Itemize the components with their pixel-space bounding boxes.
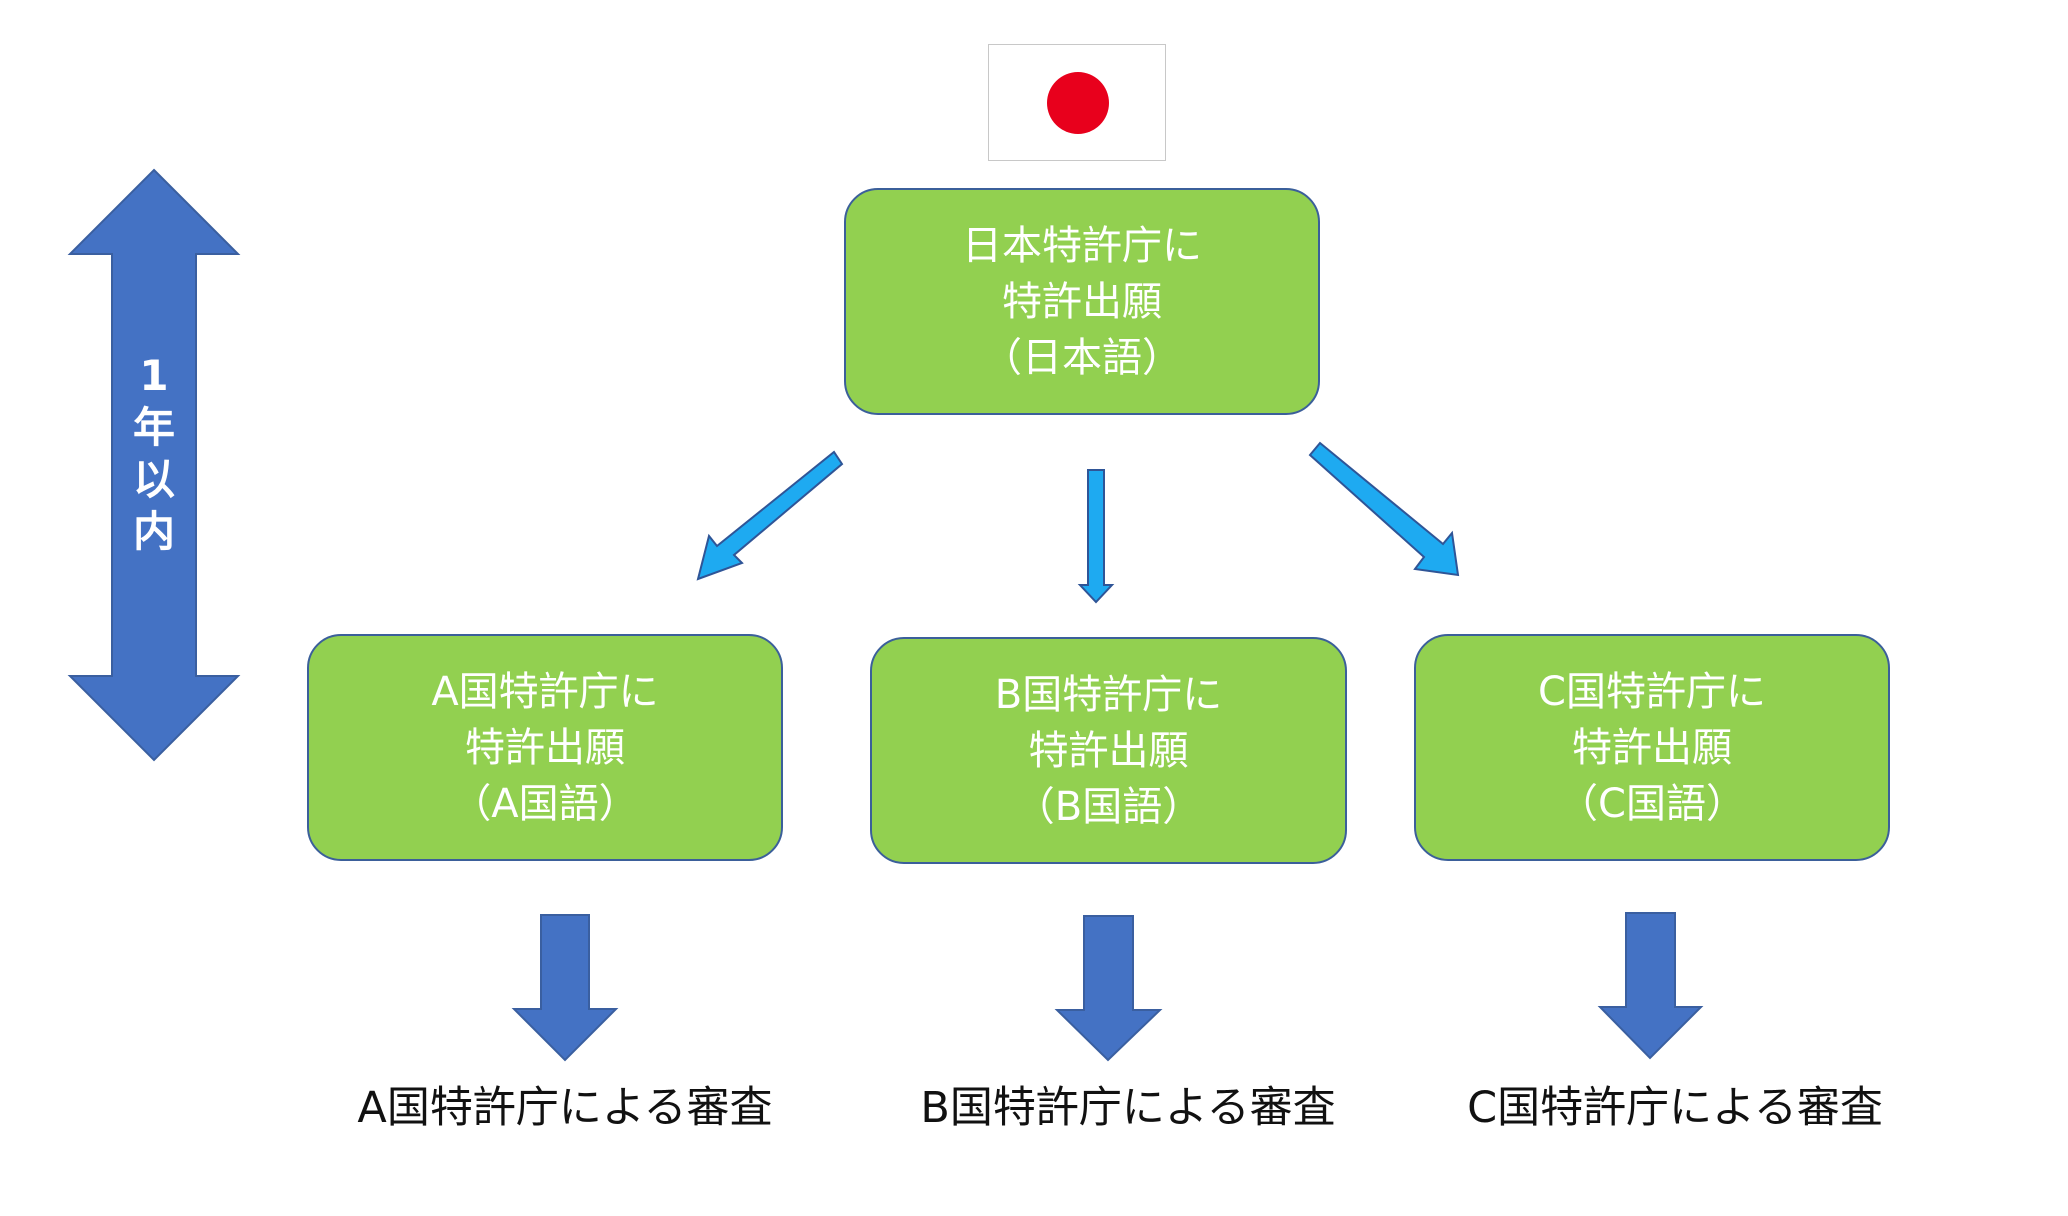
- down-arrow-b: [1054, 915, 1163, 1062]
- box-line: （日本語）: [982, 334, 1182, 381]
- timeline-char: 1: [139, 351, 169, 400]
- down-arrow-a: [511, 914, 619, 1062]
- box-line: C国特許庁に: [1538, 668, 1766, 715]
- country-a-patent-office-box: A国特許庁に 特許出願 （A国語）: [307, 634, 783, 861]
- box-line: （B国語）: [1014, 783, 1203, 830]
- timeline-label: 1 年 以 内: [121, 350, 187, 558]
- japan-patent-office-box: 日本特許庁に 特許出願 （日本語）: [844, 188, 1320, 415]
- timeline-char: 年: [132, 403, 175, 452]
- box-line: B国特許庁に: [994, 671, 1223, 718]
- arrow-to-b: [1077, 469, 1115, 604]
- timeline-char: 以: [132, 455, 175, 504]
- arrow-to-c: [1308, 441, 1460, 577]
- box-line: 特許出願: [465, 724, 625, 771]
- box-line: A国特許庁に: [431, 668, 659, 715]
- down-arrow-c: [1597, 912, 1704, 1060]
- timeline-char: 内: [132, 507, 175, 556]
- box-line: （A国語）: [451, 780, 639, 827]
- japan-flag-icon: [988, 44, 1166, 161]
- timeline-double-arrow: [67, 168, 241, 762]
- box-line: 特許出願: [1572, 724, 1732, 771]
- box-line: （C国語）: [1558, 780, 1746, 827]
- arrow-to-a: [696, 450, 844, 581]
- country-c-examination-label: C国特許庁による審査: [1467, 1083, 1883, 1133]
- box-line: 特許出願: [1002, 278, 1162, 325]
- box-line: 日本特許庁に: [962, 222, 1202, 269]
- country-b-patent-office-box: B国特許庁に 特許出願 （B国語）: [870, 637, 1347, 864]
- country-b-examination-label: B国特許庁による審査: [920, 1083, 1336, 1133]
- flag-red-circle: [1047, 72, 1109, 134]
- country-a-examination-label: A国特許庁による審査: [357, 1083, 773, 1133]
- box-line: 特許出願: [1028, 727, 1189, 774]
- country-c-patent-office-box: C国特許庁に 特許出願 （C国語）: [1414, 634, 1890, 861]
